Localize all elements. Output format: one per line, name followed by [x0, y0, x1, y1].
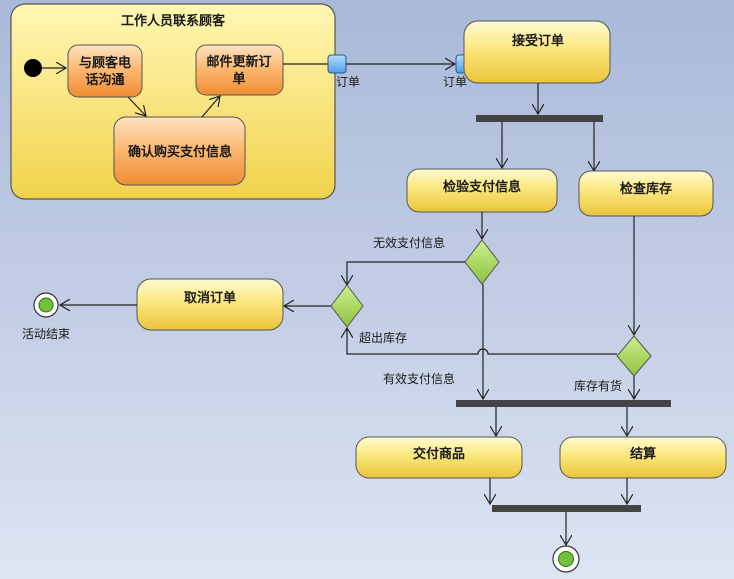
action-contact-customer[interactable]: 与顾客电 话沟通	[67, 44, 143, 98]
confirm-label: 确认购买支付信息	[128, 144, 232, 160]
action-accept-order[interactable]: 接受订单	[463, 20, 611, 84]
flow-out-of-stock-to-decision2	[347, 328, 617, 355]
email-line2: 单	[232, 71, 245, 87]
flow-confirm-to-email	[201, 96, 220, 118]
email-line1: 邮件更新订	[206, 54, 271, 70]
output-pin-label: 订单	[336, 75, 360, 89]
initial-node[interactable]	[24, 59, 42, 77]
verify-label: 检验支付信息	[443, 179, 521, 195]
action-cancel-order[interactable]: 取消订单	[136, 278, 284, 331]
fork-bar-1	[476, 115, 603, 122]
action-verify-payment[interactable]: 检验支付信息	[406, 168, 558, 213]
join-bar-3	[492, 505, 641, 512]
flow-contact-to-confirm	[127, 96, 146, 116]
decision-inventory[interactable]	[616, 335, 652, 377]
inventory-label: 检查库存	[620, 181, 672, 197]
contact-line1: 与顾客电	[79, 55, 131, 71]
guard-out-of-stock: 超出库存	[359, 330, 407, 345]
accept-label: 接受订单	[512, 33, 564, 49]
activity-final-label: 活动结束	[22, 327, 70, 341]
deliver-label: 交付商品	[413, 446, 465, 462]
action-email-update-order[interactable]: 邮件更新订 单	[195, 44, 284, 96]
cancel-label: 取消订单	[184, 290, 236, 306]
decision-cancel-merge[interactable]	[330, 284, 364, 328]
action-check-inventory[interactable]: 检查库存	[578, 170, 714, 217]
activity-final-node-bottom[interactable]	[552, 545, 580, 573]
partition-title: 工作人员联系顾客	[121, 13, 226, 29]
input-pin-label: 订单	[443, 75, 467, 89]
contact-line2: 话沟通	[85, 72, 124, 88]
action-confirm-payment[interactable]: 确认购买支付信息	[113, 116, 246, 186]
guard-valid-payment: 有效支付信息	[383, 371, 455, 386]
output-pin[interactable]	[327, 54, 347, 74]
fork-bar-2	[456, 400, 671, 407]
decision-payment[interactable]	[464, 239, 500, 285]
action-checkout[interactable]: 结算	[559, 436, 727, 479]
activity-final-node[interactable]	[33, 292, 59, 318]
flow-invalid-to-decision2	[347, 261, 465, 285]
checkout-label: 结算	[630, 446, 656, 462]
guard-in-stock: 库存有货	[574, 378, 622, 393]
guard-invalid-payment: 无效支付信息	[373, 235, 445, 250]
action-deliver-goods[interactable]: 交付商品	[355, 436, 523, 479]
